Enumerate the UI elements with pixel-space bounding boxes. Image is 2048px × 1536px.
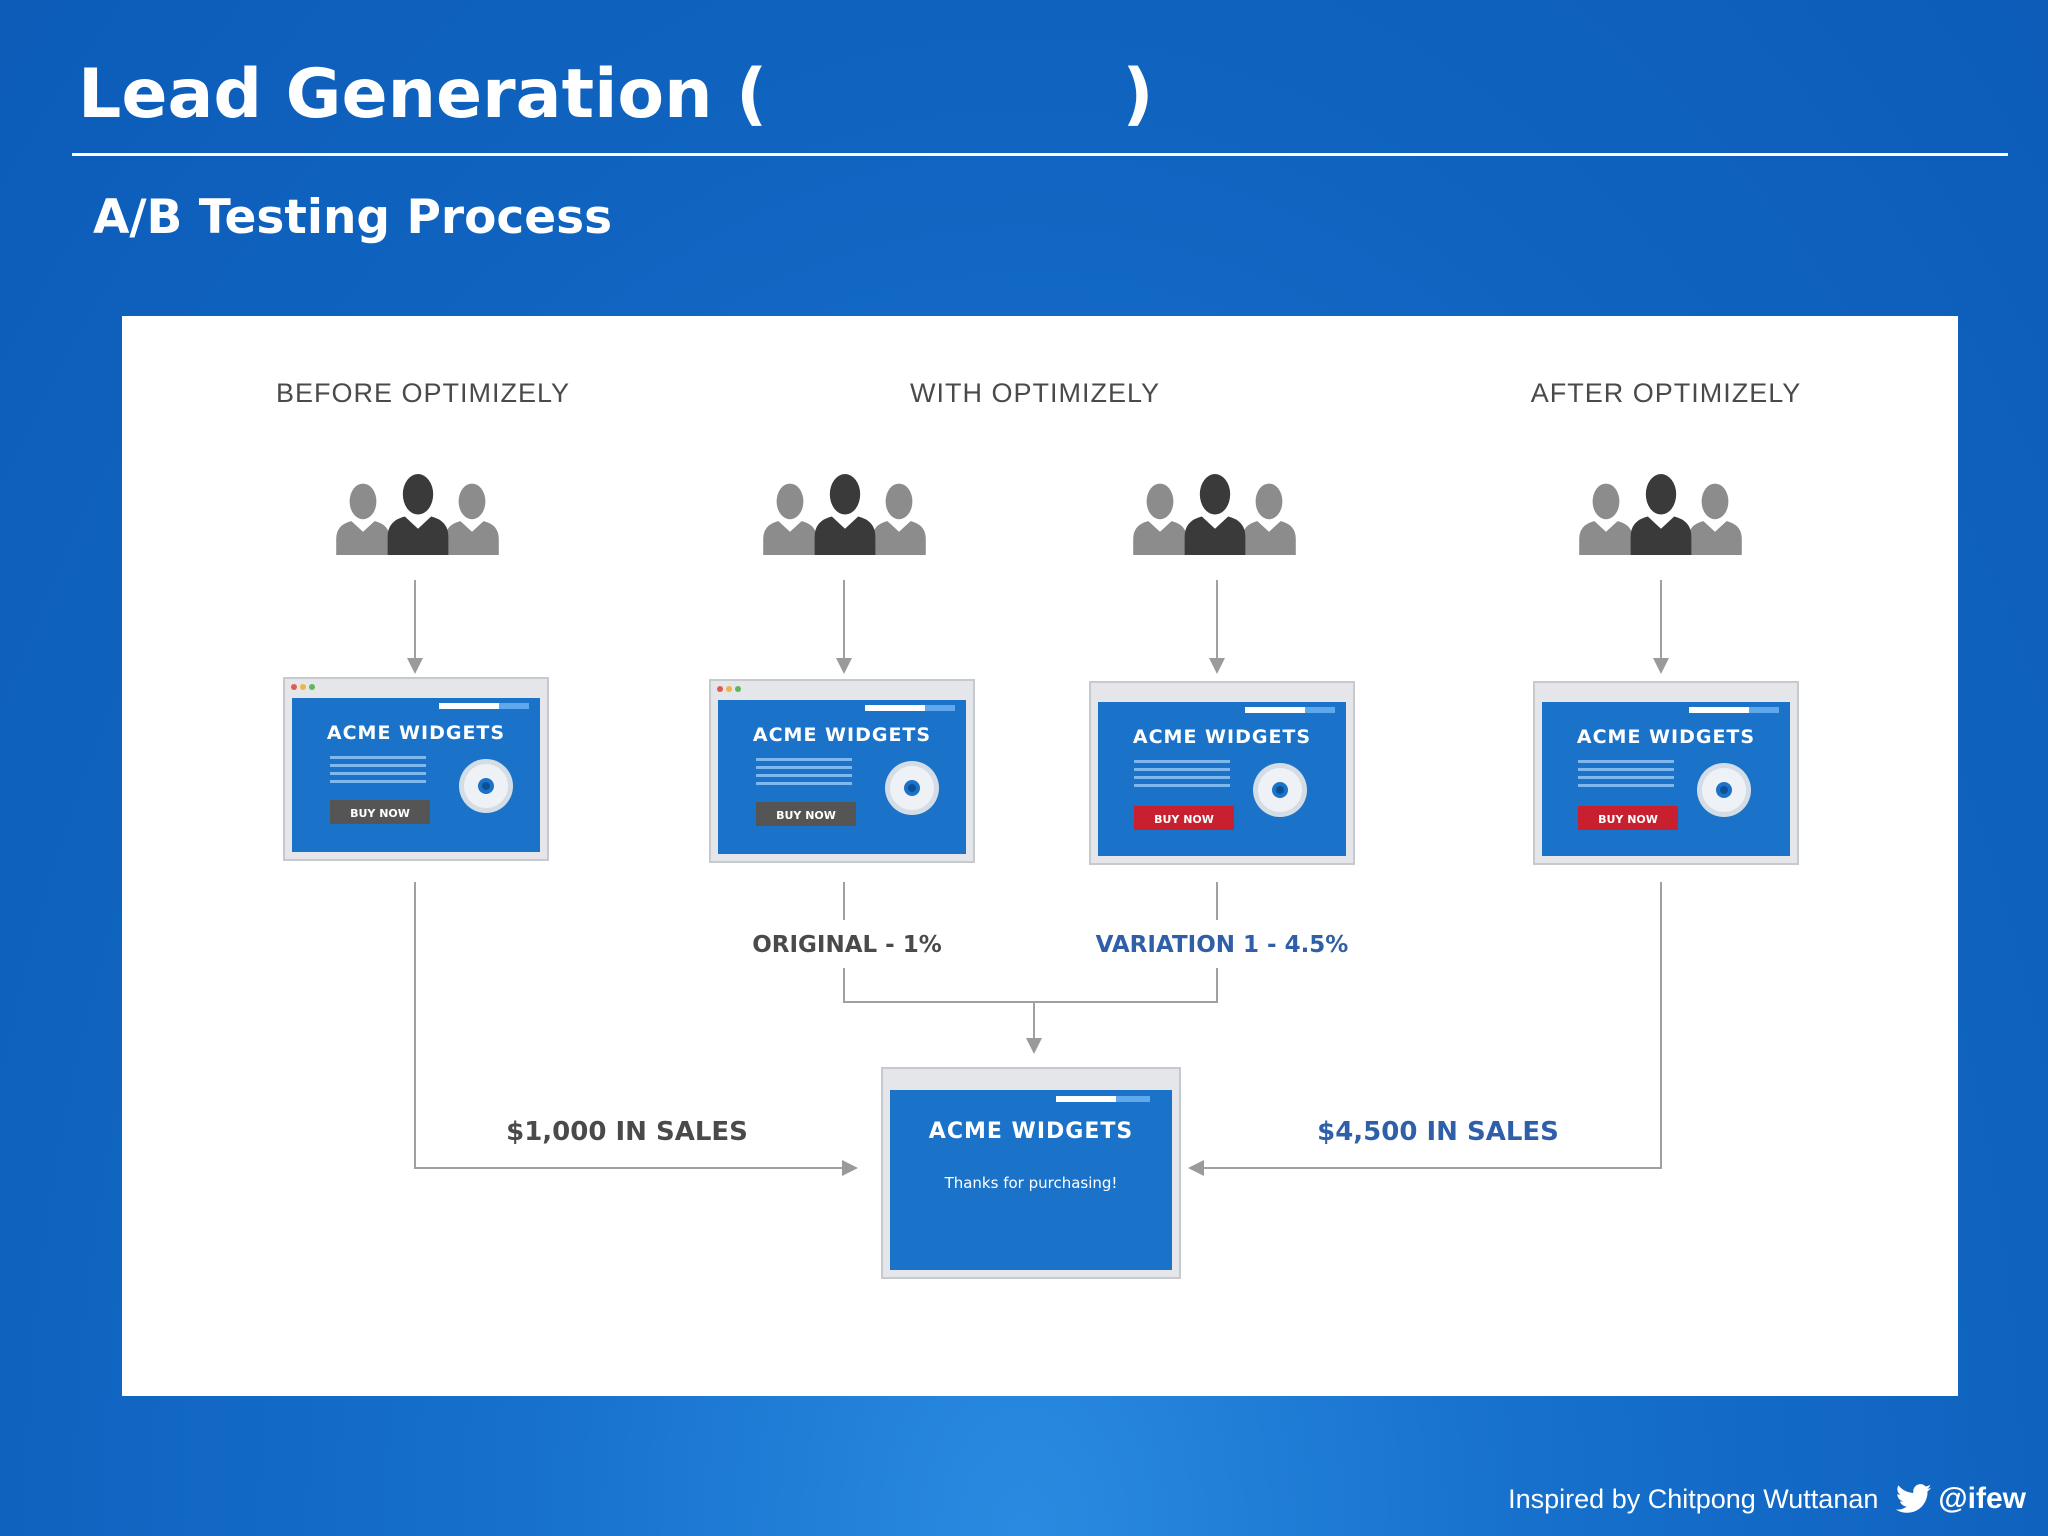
gear-icon — [1253, 763, 1307, 817]
gear-icon — [885, 761, 939, 815]
visitors-group-icon — [763, 474, 926, 555]
merge-connector — [843, 968, 1218, 1003]
credit-text: Inspired by Chitpong Wuttanan — [1508, 1483, 1879, 1514]
visitors-group-icon — [1133, 474, 1296, 555]
buy-now-label: BUY NOW — [350, 807, 410, 820]
thanks-message: Thanks for purchasing! — [944, 1174, 1118, 1192]
landing-page-after: ACME WIDGETS BUY NOW — [1533, 681, 1799, 865]
visitors-group-icon — [1579, 474, 1742, 555]
original-conversion-label: ORIGINAL - 1% — [752, 932, 942, 958]
twitter-handle-text: @ifew — [1938, 1482, 2026, 1515]
gear-icon — [459, 759, 513, 813]
brand-label: ACME WIDGETS — [327, 722, 505, 744]
buy-now-label: BUY NOW — [776, 809, 836, 822]
ab-testing-diagram: BEFORE OPTIMIZELY WITH OPTIMIZELY AFTER … — [122, 316, 1958, 1396]
buy-now-label: BUY NOW — [1154, 813, 1214, 826]
flow-arrow — [1188, 882, 1662, 1176]
visitors-group-icon — [336, 474, 499, 555]
brand-label: ACME WIDGETS — [1577, 726, 1755, 748]
stage-before-heading: BEFORE OPTIMIZELY — [276, 378, 570, 408]
gear-icon — [1697, 763, 1751, 817]
buy-now-button — [756, 802, 856, 826]
slide-title: Lead Generation ( ) — [78, 55, 1154, 134]
brand-label: ACME WIDGETS — [929, 1119, 1133, 1144]
stage-after-heading: AFTER OPTIMIZELY — [1531, 378, 1802, 408]
twitter-bird-icon — [1896, 1484, 1932, 1513]
title-divider — [72, 153, 2008, 156]
twitter-handle[interactable]: @ifew — [1896, 1482, 2026, 1516]
buy-now-label: BUY NOW — [1598, 813, 1658, 826]
sales-after-label: $4,500 IN SALES — [1317, 1117, 1559, 1147]
buy-now-button — [330, 800, 430, 824]
landing-page-variation: ACME WIDGETS BUY NOW — [1089, 681, 1355, 865]
slide-subtitle: A/B Testing Process — [93, 190, 613, 245]
brand-label: ACME WIDGETS — [1133, 726, 1311, 748]
stage-with-heading: WITH OPTIMIZELY — [910, 378, 1160, 408]
buy-now-button — [1134, 806, 1234, 830]
landing-page-before: ACME WIDGETS BUY NOW — [283, 677, 549, 861]
landing-page-original: ACME WIDGETS BUY NOW — [709, 679, 975, 863]
buy-now-button — [1578, 806, 1678, 830]
variation-conversion-label: VARIATION 1 - 4.5% — [1096, 932, 1349, 958]
footer-credit: Inspired by Chitpong Wuttanan @ifew — [1508, 1482, 2026, 1516]
thank-you-page: ACME WIDGETS Thanks for purchasing! — [881, 1067, 1181, 1279]
sales-before-label: $1,000 IN SALES — [506, 1117, 748, 1147]
brand-label: ACME WIDGETS — [753, 724, 931, 746]
flow-arrow — [414, 882, 858, 1176]
